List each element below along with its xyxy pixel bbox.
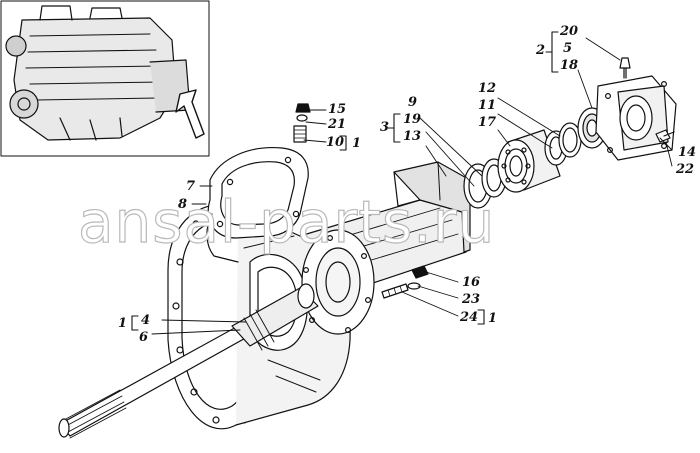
callout-15: 15 — [328, 102, 347, 117]
leader-lines — [151, 37, 673, 335]
callout-9: 9 — [408, 95, 418, 110]
callout-11: 11 — [478, 98, 497, 113]
flange-plate-7-8 — [206, 146, 309, 263]
callout-3: 3 — [380, 120, 390, 135]
axis-components — [463, 57, 677, 209]
callout-17: 17 — [478, 115, 497, 130]
callout-13: 13 — [403, 129, 422, 144]
input-shaft-4-6 — [58, 283, 319, 439]
round-flange — [301, 229, 375, 335]
callout-2: 2 — [536, 43, 546, 58]
group-brackets — [131, 31, 559, 331]
callout-8: 8 — [178, 197, 188, 212]
callout-16: 16 — [462, 275, 481, 290]
callout-12: 12 — [478, 81, 497, 96]
callout-18: 18 — [560, 58, 579, 73]
callout-4: 4 — [141, 313, 151, 328]
callout-22: 22 — [676, 162, 695, 177]
callout-7: 7 — [186, 179, 196, 194]
callout-19: 19 — [403, 112, 422, 127]
callout-6: 6 — [139, 330, 149, 345]
callout-20: 20 — [560, 24, 579, 39]
callout-21: 21 — [328, 117, 347, 132]
fasteners-16-23-24 — [381, 265, 429, 299]
callout-14: 14 — [678, 145, 697, 160]
callout-1-at-4: 1 — [118, 316, 128, 331]
callout-10: 10 — [326, 135, 345, 150]
callout-1-at-24: 1 — [488, 311, 498, 326]
callout-24: 24 — [460, 310, 479, 325]
engine-inset — [0, 0, 210, 157]
callout-23: 23 — [462, 292, 481, 307]
callout-1-at-10: 1 — [352, 136, 362, 151]
callout-5: 5 — [563, 41, 573, 56]
